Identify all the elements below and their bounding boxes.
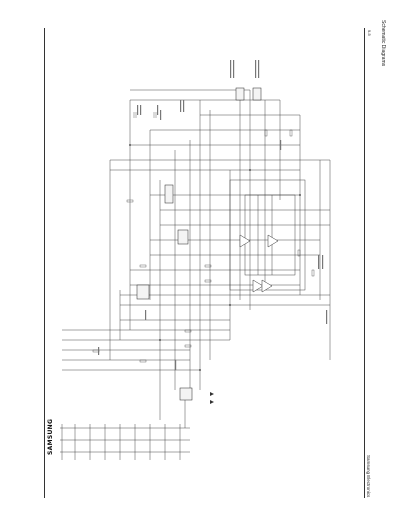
left-border-line bbox=[44, 28, 45, 498]
ic-packages bbox=[136, 87, 262, 401]
wire-network bbox=[62, 89, 331, 420]
markers bbox=[129, 144, 301, 404]
op-amps bbox=[239, 234, 279, 293]
right-border-line bbox=[364, 28, 365, 498]
label-blocks bbox=[98, 60, 328, 370]
connector-block bbox=[60, 400, 190, 460]
